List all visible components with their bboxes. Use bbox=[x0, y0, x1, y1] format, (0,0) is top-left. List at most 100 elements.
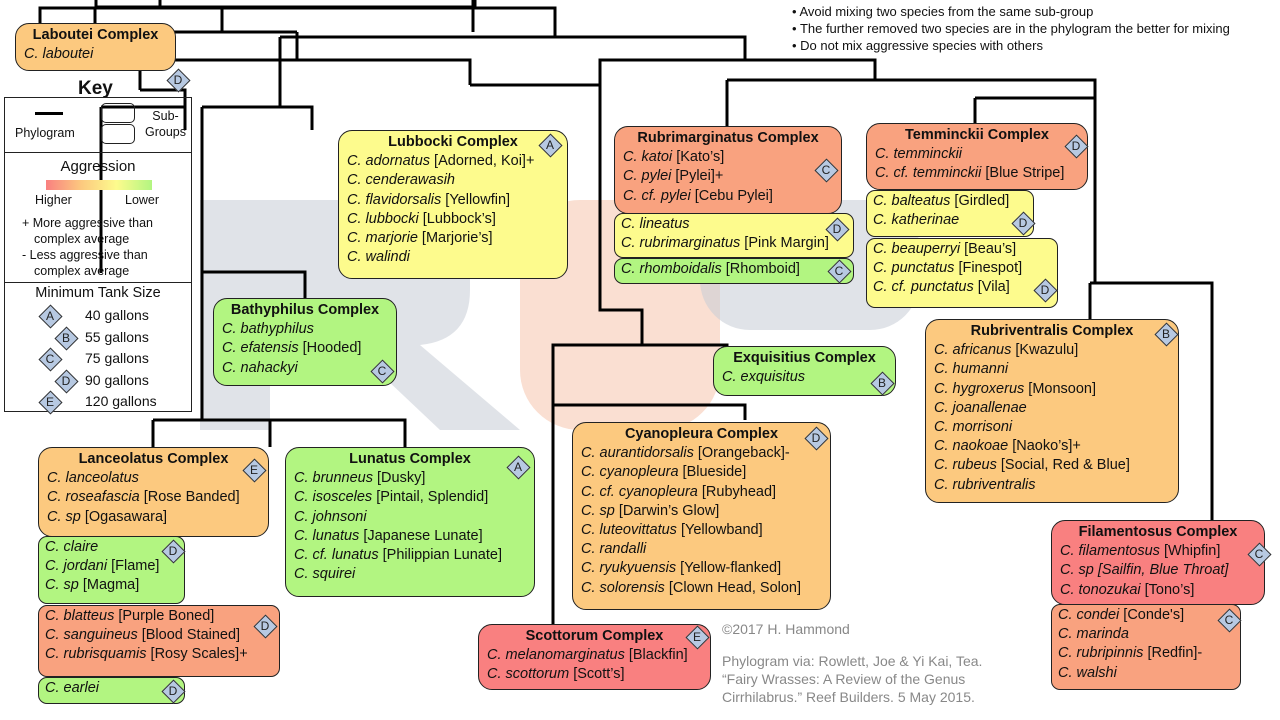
tank-size-diamond-icon: A bbox=[506, 455, 531, 480]
species-scientific-name: C. sp bbox=[45, 577, 79, 594]
species-common-name: [Lubbock’s] bbox=[418, 210, 496, 227]
species-scientific-name: C. squirei bbox=[294, 566, 356, 583]
species-common-name: [Rhomboid] bbox=[721, 261, 800, 277]
species-entry: C. scottorum [Scott’s] bbox=[487, 665, 702, 684]
species-scientific-name: C. sanguineus bbox=[45, 627, 138, 644]
species-common-name: [Blackfin] bbox=[624, 647, 688, 664]
species-scientific-name: C. aurantidorsalis bbox=[581, 445, 694, 462]
species-common-name: [Kwazulu] bbox=[1011, 342, 1079, 359]
tank-letter: D bbox=[832, 222, 842, 236]
source-line: Phylogram via: Rowlett, Joe & Yi Kai, Te… bbox=[722, 653, 983, 669]
species-entry: C. marjorie [Marjorie’s] bbox=[347, 229, 559, 248]
species-scientific-name: C. condei bbox=[1058, 607, 1120, 623]
species-common-name: [Dusky] bbox=[373, 470, 426, 487]
species-entry: C. brunneus [Dusky] bbox=[294, 469, 526, 488]
species-common-name: [Blueside] bbox=[678, 464, 747, 481]
tank-letter: D bbox=[61, 373, 71, 388]
complex-title: Scottorum Complex bbox=[525, 628, 664, 644]
species-scientific-name: C. roseafascia bbox=[47, 489, 140, 506]
species-entry: C. sp [Magma] bbox=[45, 576, 178, 595]
species-common-name: [Blue Stripe] bbox=[981, 165, 1065, 182]
species-entry: C. blatteus [Purple Boned] bbox=[45, 607, 273, 626]
species-entry: C. johnsoni bbox=[294, 508, 526, 527]
note-text: The further removed two species are in t… bbox=[799, 21, 1230, 36]
species-entry: C. walshi bbox=[1058, 664, 1234, 683]
tank-letter: D bbox=[260, 619, 270, 633]
species-entry: C. earlei bbox=[45, 679, 178, 698]
species-scientific-name: C. cenderawasih bbox=[347, 172, 455, 189]
species-scientific-name: C. temminckii bbox=[875, 146, 963, 163]
species-entry: C. aurantidorsalis [Orangeback]- bbox=[581, 444, 822, 463]
species-common-name: [Tono’s] bbox=[1140, 581, 1195, 598]
species-scientific-name: C. tonozukai bbox=[1060, 581, 1141, 598]
tank-size-diamond-icon: C bbox=[38, 347, 63, 372]
tank-size-diamond-icon: D bbox=[1033, 278, 1058, 303]
species-common-name: [Kato’s] bbox=[672, 149, 725, 166]
species-entry: C. naokoae [Naoko’s]+ bbox=[934, 437, 1170, 456]
species-common-name: [Philippian Lunate] bbox=[378, 547, 502, 564]
tank-letter: D bbox=[1071, 139, 1081, 153]
species-entry: C. filamentosus [Whipfin] bbox=[1060, 542, 1256, 561]
species-scientific-name: C. katoi bbox=[623, 149, 673, 166]
tank-size-diamond-icon: B bbox=[1154, 322, 1179, 347]
rubrimarginatus-sub2-complex-box: C. rhomboidalis [Rhomboid]C bbox=[614, 258, 854, 284]
species-entry: C. rubripinnis [Redfin]- bbox=[1058, 644, 1234, 663]
species-scientific-name: C. humanni bbox=[934, 361, 1009, 378]
tank-size-diamond-icon: D bbox=[161, 539, 186, 564]
species-scientific-name: C. ryukyuensis bbox=[581, 560, 677, 577]
key-symbols: Phylogram Sub- Groups bbox=[5, 98, 191, 153]
species-common-name: [Finespot] bbox=[954, 260, 1023, 277]
species-scientific-name: C. scottorum bbox=[487, 666, 570, 683]
species-common-name: [Ogasawara] bbox=[80, 508, 168, 525]
complex-title: Laboutei Complex bbox=[32, 27, 159, 43]
species-scientific-name: C. walshi bbox=[1058, 664, 1117, 681]
species-scientific-name: C. rubrisquamis bbox=[45, 646, 147, 663]
species-entry: C. efatensis [Hooded] bbox=[222, 339, 388, 358]
tank-size-diamond-icon: C bbox=[1247, 542, 1272, 567]
species-scientific-name: C. rubripinnis bbox=[1058, 645, 1144, 662]
note-text: Avoid mixing two species from the same s… bbox=[799, 4, 1094, 19]
tank-size-diamond-icon: D bbox=[161, 679, 186, 704]
tank-letter: B bbox=[1161, 327, 1170, 341]
complex-title: Cyanopleura Complex bbox=[624, 426, 779, 442]
species-entry: C. adornatus [Adorned, Koi]+ bbox=[347, 152, 559, 171]
tank-letter: C bbox=[377, 364, 387, 378]
species-scientific-name: C. nahackyi bbox=[222, 359, 298, 376]
species-scientific-name: C. earlei bbox=[45, 680, 99, 696]
species-entry: C. temminckii bbox=[875, 145, 1079, 164]
species-entry: C. africanus [Kwazulu] bbox=[934, 341, 1170, 360]
species-common-name: [Pintail, Splendid] bbox=[372, 489, 489, 506]
species-entry: C. cf. punctatus [Vila] bbox=[873, 278, 1051, 297]
species-scientific-name: C. sp bbox=[47, 508, 81, 525]
copyright: ©2017 H. Hammond bbox=[722, 621, 850, 637]
species-scientific-name: C. marjorie bbox=[347, 230, 418, 247]
species-common-name: [Magma] bbox=[78, 577, 140, 594]
tank-size-diamond-icon: A bbox=[538, 133, 563, 158]
tank-size-diamond-icon: D bbox=[804, 426, 829, 451]
species-common-name: [Redfin]- bbox=[1143, 645, 1203, 662]
species-common-name: [Blood Stained] bbox=[137, 627, 241, 644]
key-aggression: Aggression Higher Lower + More aggressiv… bbox=[5, 152, 191, 283]
species-entry: C. hygroxerus [Monsoon] bbox=[934, 380, 1170, 399]
species-scientific-name: C. flavidorsalis bbox=[347, 191, 442, 208]
species-entry: C. cf. temminckii [Blue Stripe] bbox=[875, 164, 1079, 183]
species-entry: C. squirei bbox=[294, 565, 526, 584]
tank-size-diamond-icon: D bbox=[1011, 211, 1036, 236]
species-entry: C. rubrisquamis [Rosy Scales]+ bbox=[45, 645, 273, 664]
subgroups-label: Sub- Groups bbox=[145, 109, 186, 139]
species-entry: C. sp [Darwin’s Glow] bbox=[581, 502, 822, 521]
species-common-name: [Rosy Scales]+ bbox=[146, 646, 248, 663]
species-entry: C. flavidorsalis [Yellowfin] bbox=[347, 191, 559, 210]
species-scientific-name: C. cf. lunatus bbox=[294, 547, 379, 564]
temminckii-sub2-complex-box: C. beauperryi [Beau’s]C. punctatus [Fine… bbox=[866, 238, 1058, 308]
complex-title: Exquisitius Complex bbox=[733, 350, 876, 366]
species-common-name: [Cebu Pylei] bbox=[690, 187, 773, 204]
species-common-name: [Pink Margin] bbox=[740, 235, 829, 252]
species-scientific-name: C. rubrimarginatus bbox=[621, 235, 741, 252]
